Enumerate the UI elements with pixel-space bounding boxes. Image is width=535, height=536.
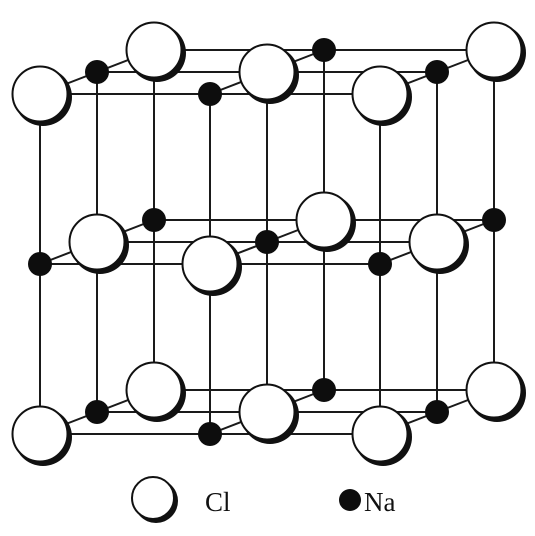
sodium-ion (85, 400, 109, 424)
lattice-ions (11, 21, 526, 466)
sodium-ion (142, 208, 166, 232)
sodium-ion (85, 60, 109, 84)
legend-cl-symbol-icon (131, 476, 178, 523)
sodium-ion (425, 400, 449, 424)
chloride-ion (465, 21, 526, 82)
sodium-ion (312, 378, 336, 402)
sodium-ion (255, 230, 279, 254)
chloride-ion (125, 21, 186, 82)
sodium-ion (198, 82, 222, 106)
chloride-ion (351, 65, 412, 126)
chloride-ion (295, 191, 356, 252)
legend-na-symbol-icon (339, 489, 361, 511)
sodium-ion (368, 252, 392, 276)
sodium-ion (28, 252, 52, 276)
chloride-ion (238, 43, 299, 104)
sodium-ion (312, 38, 336, 62)
chloride-ion (351, 405, 412, 466)
legend-na-label: Na (364, 487, 395, 517)
chloride-ion (125, 361, 186, 422)
chloride-ion (465, 361, 526, 422)
legend: Cl Na (131, 476, 395, 523)
chloride-ion (68, 213, 129, 274)
sodium-ion (425, 60, 449, 84)
chloride-ion (181, 235, 242, 296)
sodium-ion (482, 208, 506, 232)
chloride-ion (238, 383, 299, 444)
chloride-ion (11, 405, 72, 466)
chloride-ion (408, 213, 469, 274)
chloride-ion (11, 65, 72, 126)
legend-cl-label: Cl (205, 487, 231, 517)
sodium-ion (198, 422, 222, 446)
